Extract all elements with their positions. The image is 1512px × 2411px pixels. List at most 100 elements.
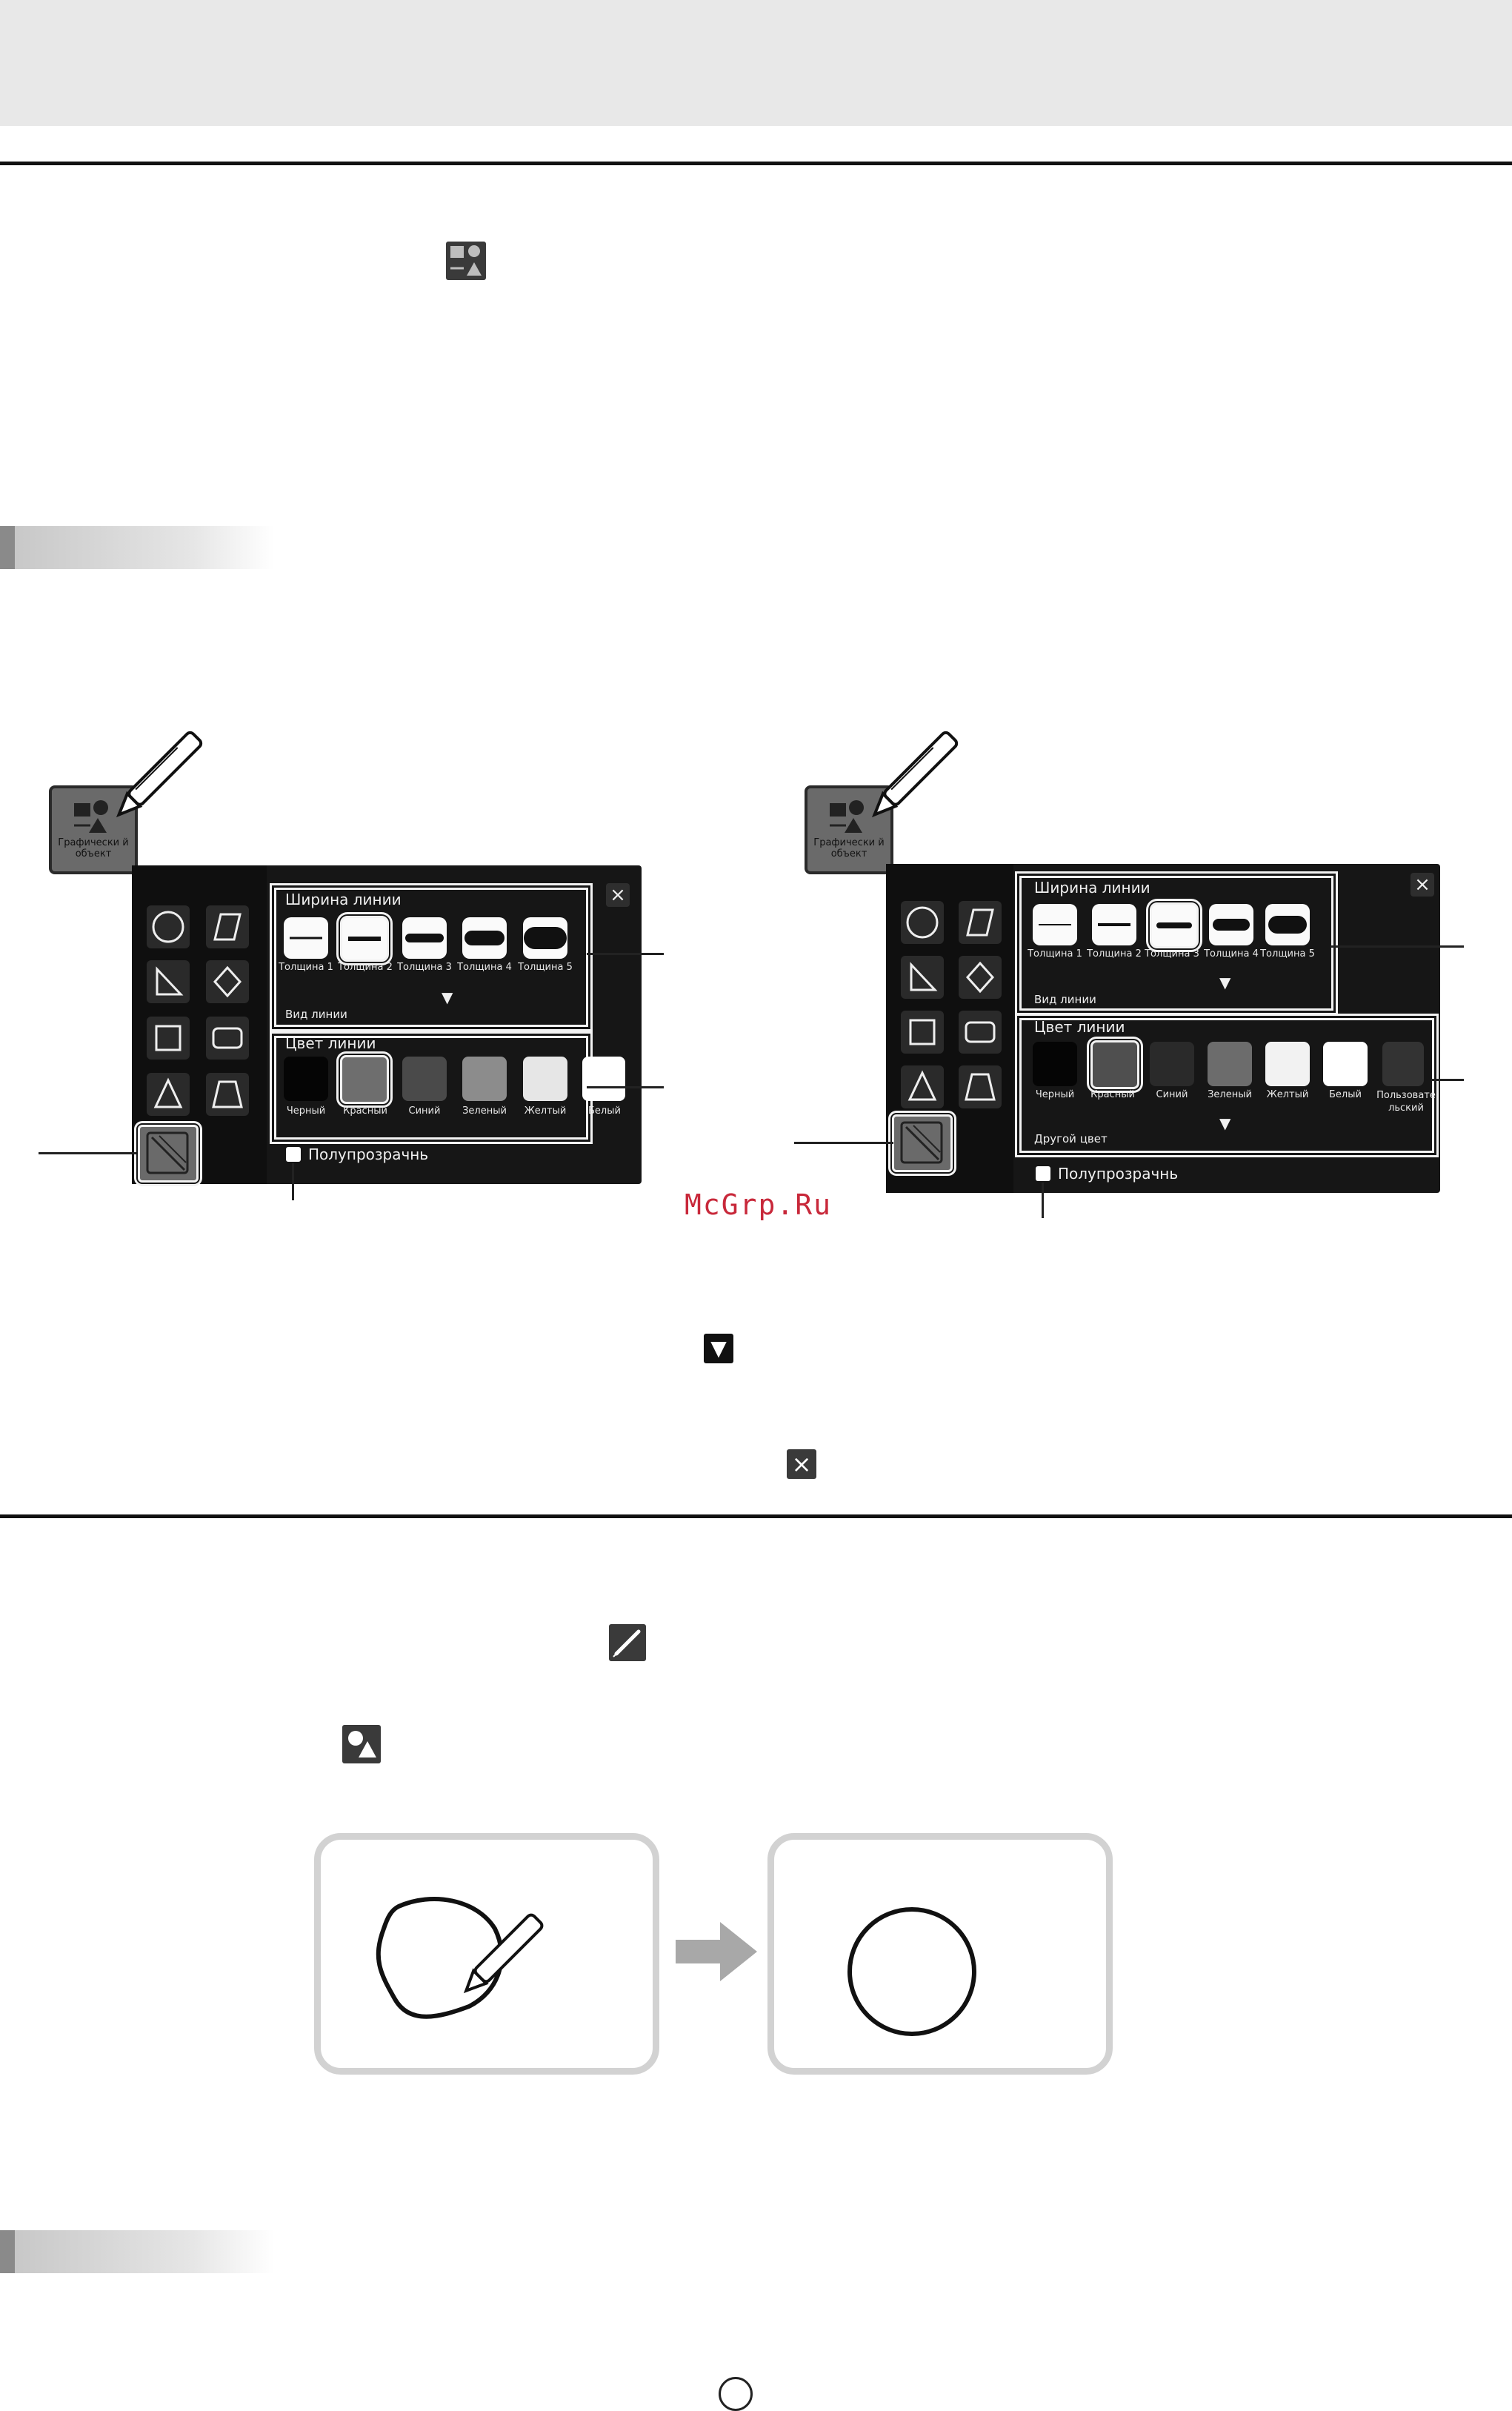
color-swatch-red[interactable] bbox=[340, 1055, 389, 1104]
graphic-object-launcher[interactable]: Графически й объект bbox=[805, 785, 893, 874]
width-option-2[interactable] bbox=[340, 916, 389, 962]
translucent-label: Полупрозрачнь bbox=[308, 1145, 429, 1163]
width-option-2[interactable] bbox=[1092, 904, 1136, 945]
width-label-4: Толщина 4 bbox=[457, 962, 512, 973]
parallelogram-shape-button[interactable] bbox=[206, 905, 249, 948]
color-swatch-yellow[interactable] bbox=[523, 1057, 567, 1101]
color-swatch-white[interactable] bbox=[582, 1057, 625, 1101]
color-label-red: Красный bbox=[1090, 1089, 1135, 1100]
line-type-label: Вид линии bbox=[1034, 993, 1096, 1006]
width-option-5[interactable] bbox=[523, 917, 567, 959]
page-marker bbox=[719, 2377, 753, 2411]
width-label-1: Толщина 1 bbox=[279, 962, 333, 973]
callout-line bbox=[794, 1142, 893, 1144]
translucent-checkbox[interactable] bbox=[286, 1147, 301, 1162]
callout-line bbox=[39, 1152, 136, 1154]
translucent-checkbox[interactable] bbox=[1036, 1166, 1050, 1181]
color-swatch-white[interactable] bbox=[1323, 1042, 1368, 1086]
expand-triangle-icon: ▼ bbox=[704, 1334, 733, 1363]
pen-icon bbox=[871, 731, 959, 818]
width-option-4[interactable] bbox=[1209, 904, 1253, 945]
line-type-label: Вид линии bbox=[285, 1008, 347, 1021]
triangle-shape-button[interactable] bbox=[901, 1065, 944, 1108]
header-band bbox=[0, 0, 1512, 126]
close-button[interactable]: × bbox=[1411, 873, 1434, 897]
width-option-4[interactable] bbox=[462, 917, 507, 959]
launcher-label: Графически й объект bbox=[813, 837, 885, 859]
section-rule bbox=[0, 1514, 1512, 1518]
graphic-object-launcher[interactable]: Графически й объект bbox=[49, 785, 138, 874]
callout-line bbox=[587, 1086, 664, 1088]
square-shape-button[interactable] bbox=[147, 1017, 190, 1060]
width-label-3: Толщина 3 bbox=[397, 962, 452, 973]
line-width-title: Ширина линии bbox=[1034, 879, 1150, 897]
expand-line-type-button[interactable]: ▼ bbox=[442, 988, 453, 1006]
color-label-white: Белый bbox=[1329, 1089, 1362, 1100]
color-label-black: Черный bbox=[286, 1105, 326, 1117]
color-label-blue: Синий bbox=[1156, 1089, 1188, 1100]
square-shape-button[interactable] bbox=[901, 1011, 944, 1054]
section-bar bbox=[0, 526, 274, 569]
color-swatch-green[interactable] bbox=[462, 1057, 507, 1101]
section-bar bbox=[0, 2230, 274, 2273]
trapezoid-shape-button[interactable] bbox=[206, 1073, 249, 1116]
color-label-black: Черный bbox=[1035, 1089, 1075, 1100]
top-rule bbox=[0, 162, 1512, 165]
expand-line-type-button[interactable]: ▼ bbox=[1219, 974, 1231, 991]
close-icon: × bbox=[787, 1449, 816, 1479]
arrow-right-icon bbox=[676, 1922, 757, 1981]
width-option-1[interactable] bbox=[284, 917, 328, 959]
color-swatch-yellow[interactable] bbox=[1265, 1042, 1310, 1086]
width-option-1[interactable] bbox=[1033, 904, 1077, 945]
recognized-shape-frame bbox=[767, 1833, 1113, 2075]
callout-line bbox=[587, 953, 664, 955]
close-button[interactable]: × bbox=[606, 883, 630, 907]
right-triangle-shape-button[interactable] bbox=[147, 960, 190, 1003]
launcher-label: Графически й объект bbox=[58, 837, 129, 859]
color-label-red: Красный bbox=[343, 1105, 387, 1117]
line-width-group bbox=[274, 888, 588, 1027]
width-option-5[interactable] bbox=[1265, 904, 1310, 945]
color-swatch-black[interactable] bbox=[284, 1057, 328, 1101]
expand-color-button[interactable]: ▼ bbox=[1219, 1114, 1231, 1132]
width-label-2: Толщина 2 bbox=[338, 962, 393, 973]
color-swatch-custom[interactable] bbox=[1382, 1042, 1424, 1086]
circle-shape-button[interactable] bbox=[147, 905, 190, 948]
line-color-group bbox=[1019, 1018, 1434, 1153]
freehand-shape-button[interactable] bbox=[892, 1114, 953, 1172]
callout-line bbox=[1042, 1183, 1044, 1218]
color-label-custom: Пользовате льский bbox=[1376, 1090, 1436, 1114]
freehand-shape-button[interactable] bbox=[138, 1125, 199, 1183]
color-swatch-red[interactable] bbox=[1090, 1040, 1139, 1089]
rounded-rect-shape-button[interactable] bbox=[206, 1017, 249, 1060]
triangle-shape-button[interactable] bbox=[147, 1073, 190, 1116]
right-triangle-shape-button[interactable] bbox=[901, 956, 944, 999]
color-swatch-blue[interactable] bbox=[1150, 1042, 1194, 1086]
callout-line bbox=[292, 1163, 294, 1200]
width-label-5: Толщина 5 bbox=[518, 962, 573, 973]
color-swatch-black[interactable] bbox=[1033, 1042, 1077, 1086]
pen-tool-icon bbox=[609, 1624, 646, 1661]
diamond-shape-button[interactable] bbox=[206, 960, 249, 1003]
rounded-rect-shape-button[interactable] bbox=[959, 1011, 1002, 1054]
color-label-blue: Синий bbox=[408, 1105, 441, 1117]
color-label-green: Зеленый bbox=[1208, 1089, 1252, 1100]
width-option-3[interactable] bbox=[1150, 902, 1199, 948]
watermark: McGrp.Ru bbox=[685, 1188, 833, 1221]
diamond-shape-button[interactable] bbox=[959, 956, 1002, 999]
circle-shape-button[interactable] bbox=[901, 901, 944, 944]
color-swatch-green[interactable] bbox=[1208, 1042, 1252, 1086]
line-width-title: Ширина линии bbox=[285, 891, 402, 908]
color-label-yellow: Желтый bbox=[524, 1105, 567, 1117]
shape-recognition-icon bbox=[342, 1725, 381, 1763]
line-width-group bbox=[1019, 876, 1333, 1011]
color-label-yellow: Желтый bbox=[1266, 1089, 1309, 1100]
line-color-title: Цвет линии bbox=[1034, 1018, 1125, 1036]
color-label-white: Белый bbox=[588, 1105, 621, 1117]
trapezoid-shape-button[interactable] bbox=[959, 1065, 1002, 1108]
color-label-green: Зеленый bbox=[462, 1105, 507, 1117]
parallelogram-shape-button[interactable] bbox=[959, 901, 1002, 944]
color-swatch-blue[interactable] bbox=[402, 1057, 447, 1101]
width-option-3[interactable] bbox=[402, 917, 447, 959]
width-label-2: Толщина 2 bbox=[1087, 948, 1142, 960]
